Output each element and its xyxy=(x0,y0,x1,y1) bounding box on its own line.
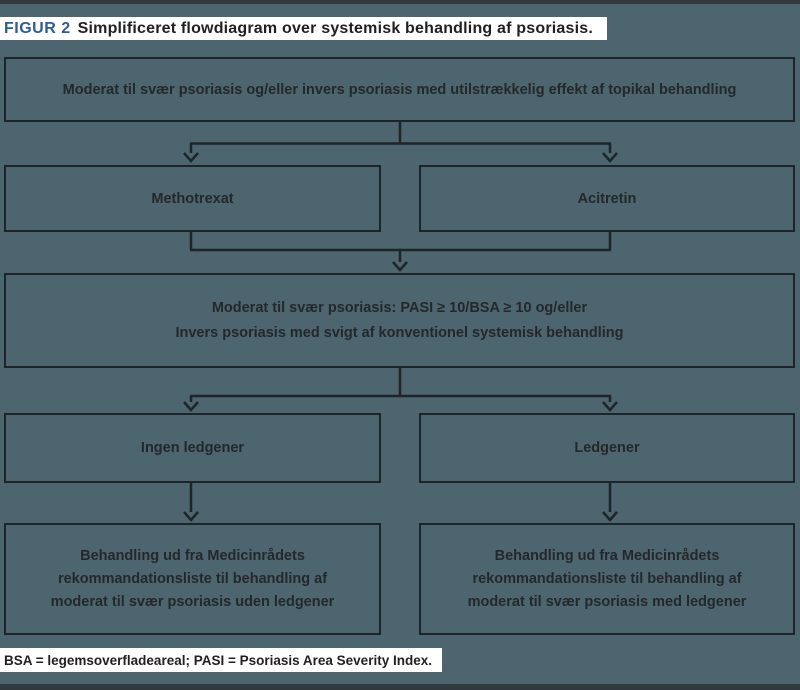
arrow-down-icon xyxy=(392,261,408,272)
figure-title: Simplificeret flowdiagram over systemisk… xyxy=(77,19,594,37)
arrow-down-icon xyxy=(183,152,199,163)
flow-box-acitretin: Acitretin xyxy=(419,165,795,232)
flow-box-methotrexat: Methotrexat xyxy=(4,165,381,232)
connector-to-treatment xyxy=(183,483,618,522)
flow-box-treatment-without-joint: Behandling ud fra Medicinrådets rekomman… xyxy=(4,523,381,635)
footnote-text: BSA = legemsoverfladeareal; PASI = Psori… xyxy=(4,652,432,668)
top-rule-bar xyxy=(0,0,800,4)
flow-box-topical-failure: Moderat til svær psoriasis og/eller inve… xyxy=(4,57,795,122)
flow-box-text-line: Moderat til svær psoriasis: PASI ≥ 10/BS… xyxy=(211,299,588,316)
flow-box-criteria: Moderat til svær psoriasis: PASI ≥ 10/BS… xyxy=(4,273,795,368)
arrow-down-icon xyxy=(183,511,199,522)
flow-box-text-line: Behandling ud fra Medicinrådets xyxy=(80,547,305,564)
flow-box-text: Ingen ledgener xyxy=(140,440,245,456)
flow-box-text-line: moderat til svær psoriasis uden ledgener xyxy=(50,593,335,610)
flow-box-text: Moderat til svær psoriasis og/eller inve… xyxy=(62,81,737,98)
connector-criteria-split xyxy=(183,368,618,412)
arrow-down-icon xyxy=(602,511,618,522)
flow-box-text-line: Invers psoriasis med svigt af konvention… xyxy=(175,324,624,341)
flow-box-text-line: rekommandationsliste til behandling af xyxy=(57,570,328,587)
figure-title-strip: FIGUR 2 Simplificeret flowdiagram over s… xyxy=(0,17,608,40)
arrow-down-icon xyxy=(602,401,618,412)
arrow-down-icon xyxy=(183,401,199,412)
connector-top-split xyxy=(183,122,618,163)
flow-box-text-line: moderat til svær psoriasis med ledgener xyxy=(467,593,747,610)
bottom-rule-bar xyxy=(0,684,800,690)
flow-box-text: Ledgener xyxy=(574,440,640,456)
figure-number-label: FIGUR 2 xyxy=(4,19,71,37)
flow-box-text-line: rekommandationsliste til behandling af xyxy=(472,570,742,587)
flow-box-joint-symptoms: Ledgener xyxy=(419,413,795,483)
footnote: BSA = legemsoverfladeareal; PASI = Psori… xyxy=(0,648,442,672)
flow-box-treatment-with-joint: Behandling ud fra Medicinrådets rekomman… xyxy=(419,523,795,635)
connector-merge-to-criteria xyxy=(189,232,612,272)
flow-box-no-joint-symptoms: Ingen ledgener xyxy=(4,413,381,483)
arrow-down-icon xyxy=(602,152,618,163)
flow-box-text: Methotrexat xyxy=(151,190,234,207)
flow-box-text: Acitretin xyxy=(577,190,637,207)
flow-box-text-line: Behandling ud fra Medicinrådets xyxy=(494,547,720,564)
